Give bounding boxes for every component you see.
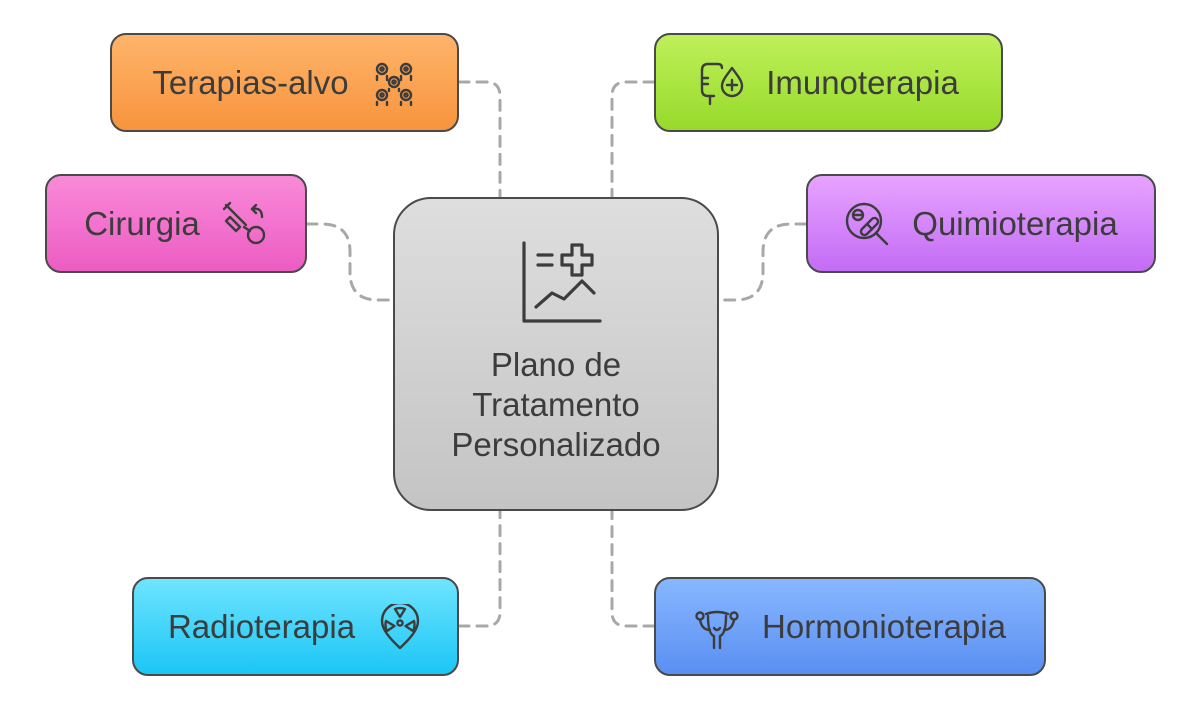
center-node: Plano de Tratamento Personalizado	[393, 197, 719, 511]
node-quimioterapia: Quimioterapia	[806, 174, 1156, 273]
connector-radioterapia	[457, 509, 502, 628]
connector-quimioterapia	[717, 222, 808, 302]
node-label: Radioterapia	[167, 607, 356, 645]
cell-network-icon	[371, 60, 417, 106]
node-hormonioterapia: Hormonioterapia	[654, 577, 1046, 676]
node-radioterapia: Radioterapia	[132, 577, 459, 676]
radiation-pin-icon	[377, 603, 423, 650]
scalpel-icon	[222, 201, 268, 247]
connector-cirurgia	[305, 222, 395, 302]
chart-medical-cross-icon	[522, 241, 602, 323]
node-label: Cirurgia	[84, 204, 200, 242]
node-label: Quimioterapia	[912, 204, 1118, 242]
connector-imunoterapia	[610, 80, 656, 199]
connector-hormonioterapia	[610, 509, 656, 628]
pill-magnifier-icon	[844, 201, 890, 247]
iv-bag-icon	[698, 60, 744, 106]
connector-terapias-alvo	[457, 80, 502, 199]
node-label: Terapias-alvo	[152, 63, 349, 101]
center-title: Plano de Tratamento Personalizado	[451, 346, 661, 463]
node-label: Imunoterapia	[766, 63, 959, 101]
node-cirurgia: Cirurgia	[45, 174, 307, 273]
uterus-icon	[694, 604, 740, 650]
node-terapias-alvo: Terapias-alvo	[110, 33, 459, 132]
node-imunoterapia: Imunoterapia	[654, 33, 1003, 132]
node-label: Hormonioterapia	[762, 607, 1006, 645]
